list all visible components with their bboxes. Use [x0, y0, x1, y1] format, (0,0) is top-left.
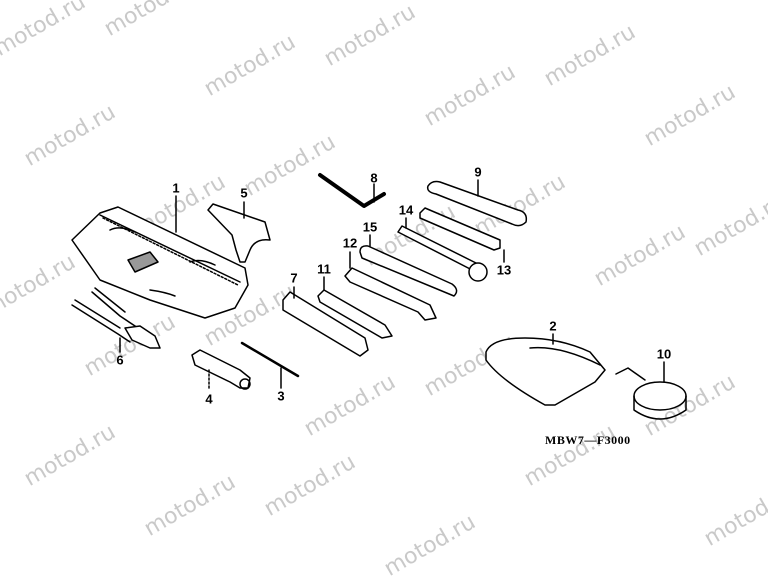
part-label-2[interactable]: 2	[549, 318, 557, 334]
part-label-13[interactable]: 13	[496, 262, 512, 278]
part-label-6[interactable]: 6	[116, 352, 124, 368]
handle-icon	[359, 234, 458, 297]
open-end-wrench-icon	[344, 251, 437, 321]
part-label-3[interactable]: 3	[277, 388, 285, 404]
pliers-icon	[71, 287, 161, 353]
part-label-7[interactable]: 7	[290, 270, 298, 286]
part-label-11[interactable]: 11	[317, 261, 331, 277]
tool-case-icon	[485, 333, 606, 406]
screwdriver-grip-icon	[191, 349, 251, 391]
part-label-12[interactable]: 12	[342, 235, 358, 251]
part-label-1[interactable]: 1	[172, 180, 180, 196]
extension-bar-icon	[397, 217, 488, 282]
ring-wrench-icon	[426, 179, 528, 227]
part-label-14[interactable]: 14	[398, 202, 414, 218]
pin-spanner-icon	[207, 201, 271, 263]
combination-wrench-icon	[419, 207, 505, 263]
tool-bag-icon	[71, 195, 249, 319]
part-label-8[interactable]: 8	[370, 170, 378, 186]
part-label-10[interactable]: 10	[656, 346, 672, 362]
part-label-4[interactable]: 4	[205, 391, 213, 407]
screwdriver-bit-icon	[240, 341, 300, 389]
diagram-code: MBW7—F3000	[545, 433, 631, 447]
open-end-wrench-small-icon	[317, 276, 393, 339]
plug-wrench-icon	[282, 286, 369, 357]
hex-wrench-icon	[318, 173, 386, 208]
part-label-5[interactable]: 5	[240, 185, 248, 201]
tire-pressure-gauge-icon	[615, 361, 687, 420]
part-label-15[interactable]: 15	[362, 219, 378, 235]
part-label-9[interactable]: 9	[474, 164, 482, 180]
